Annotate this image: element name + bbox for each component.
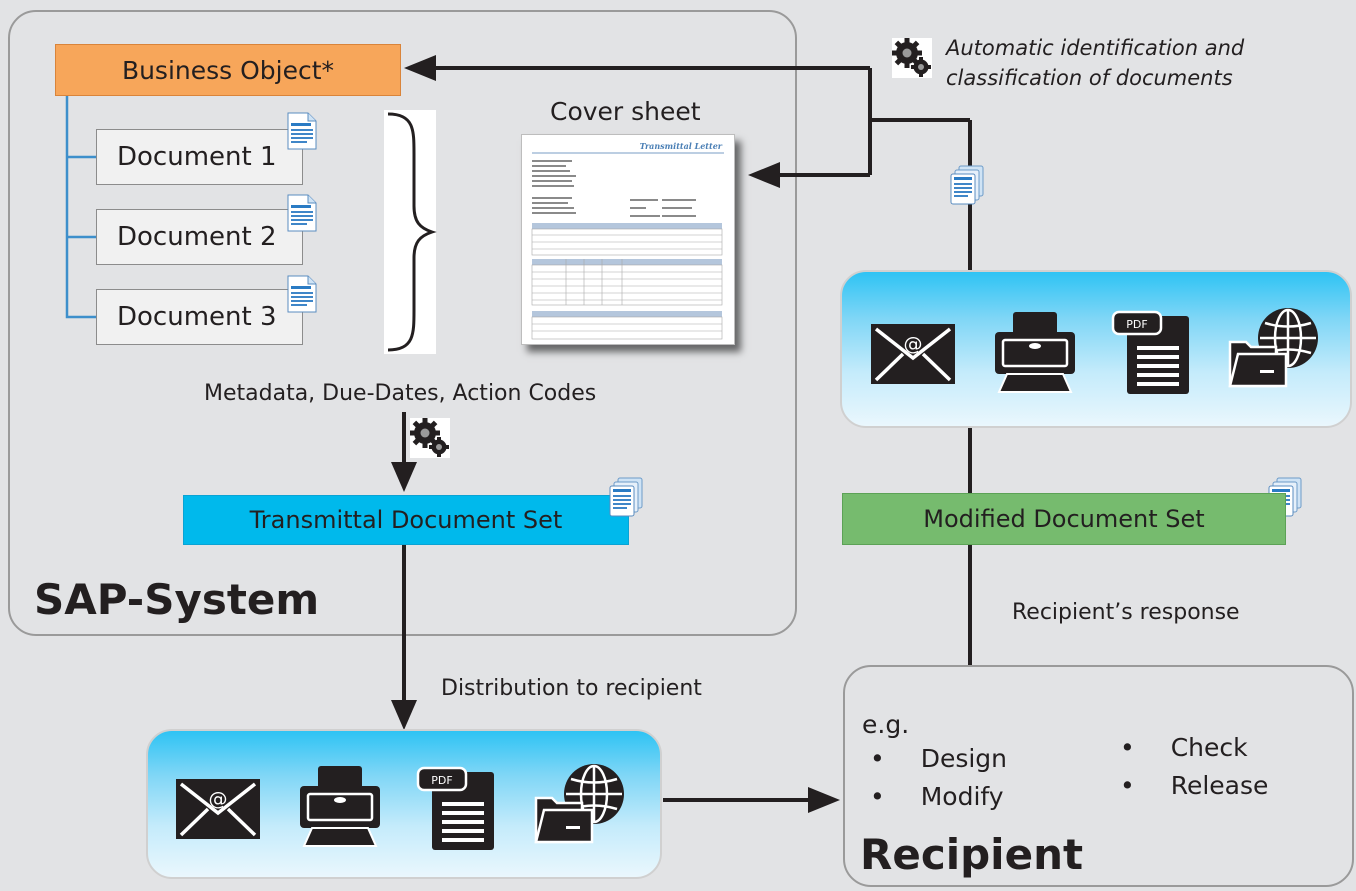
- cover-sheet-content: Transmittal Letter: [531, 141, 724, 340]
- mail-icon[interactable]: [174, 777, 262, 841]
- recipient-eg-label: e.g.: [862, 710, 910, 739]
- cover-sheet-image[interactable]: Transmittal Letter: [521, 134, 735, 345]
- folder-globe-icon[interactable]: [1228, 306, 1320, 390]
- document-stack-icon: [609, 477, 643, 517]
- folder-globe-icon[interactable]: [534, 762, 626, 846]
- automatic-line-1: Automatic identification and: [946, 36, 1245, 60]
- pdf-tag: PDF: [431, 774, 452, 787]
- document-stack-icon: [950, 165, 984, 205]
- automatic-classification-text: Automatic identification and classificat…: [946, 33, 1244, 93]
- mail-icon[interactable]: [869, 322, 957, 386]
- business-object-label: Business Object*: [121, 55, 335, 85]
- metadata-label: Metadata, Due-Dates, Action Codes: [204, 381, 597, 406]
- cover-sheet-label: Cover sheet: [550, 97, 701, 126]
- printer-icon[interactable]: [298, 764, 382, 848]
- sap-system-title: SAP-System: [34, 575, 320, 624]
- action-bullet-check: • Check: [1120, 733, 1248, 762]
- action-design-label: Design: [920, 744, 1008, 773]
- action-bullet-modify: • Modify: [870, 782, 1004, 811]
- action-modify-label: Modify: [920, 782, 1004, 811]
- gears-icon: [410, 418, 450, 458]
- recipient-panel: [843, 665, 1354, 887]
- transmittal-document-set-box[interactable]: Transmittal Document Set: [183, 495, 629, 545]
- distribution-label: Distribution to recipient: [441, 676, 702, 701]
- action-bullet-release: • Release: [1120, 771, 1268, 800]
- action-bullet-design: • Design: [870, 744, 1007, 773]
- pdf-icon[interactable]: PDF: [416, 760, 498, 852]
- transmittal-document-set-label: Transmittal Document Set: [249, 506, 563, 534]
- bullet-icon: •: [870, 744, 885, 773]
- automatic-line-2: classification of documents: [946, 66, 1233, 90]
- recipient-response-label: Recipient’s response: [1012, 600, 1240, 625]
- action-check-label: Check: [1170, 733, 1248, 762]
- document-1-box[interactable]: Document 1: [96, 129, 303, 185]
- business-object-box[interactable]: Business Object*: [55, 44, 401, 96]
- pdf-tag: PDF: [1126, 318, 1147, 331]
- document-3-label: Document 3: [117, 302, 277, 332]
- modified-document-set-box[interactable]: Modified Document Set: [842, 493, 1286, 545]
- printer-icon[interactable]: [993, 310, 1077, 394]
- pdf-icon[interactable]: PDF: [1111, 304, 1193, 396]
- bullet-icon: •: [870, 782, 885, 811]
- cover-letter-title: Transmittal Letter: [640, 141, 723, 151]
- gears-icon: [892, 38, 932, 78]
- document-2-box[interactable]: Document 2: [96, 209, 303, 265]
- action-release-label: Release: [1170, 771, 1269, 800]
- document-2-label: Document 2: [117, 222, 277, 252]
- document-3-box[interactable]: Document 3: [96, 289, 303, 345]
- curly-brace: [387, 112, 437, 352]
- document-1-label: Document 1: [117, 142, 277, 172]
- recipient-title: Recipient: [860, 830, 1084, 879]
- bullet-icon: •: [1120, 771, 1135, 800]
- bullet-icon: •: [1120, 733, 1135, 762]
- brace-area: [384, 110, 437, 354]
- modified-document-set-label: Modified Document Set: [923, 505, 1205, 533]
